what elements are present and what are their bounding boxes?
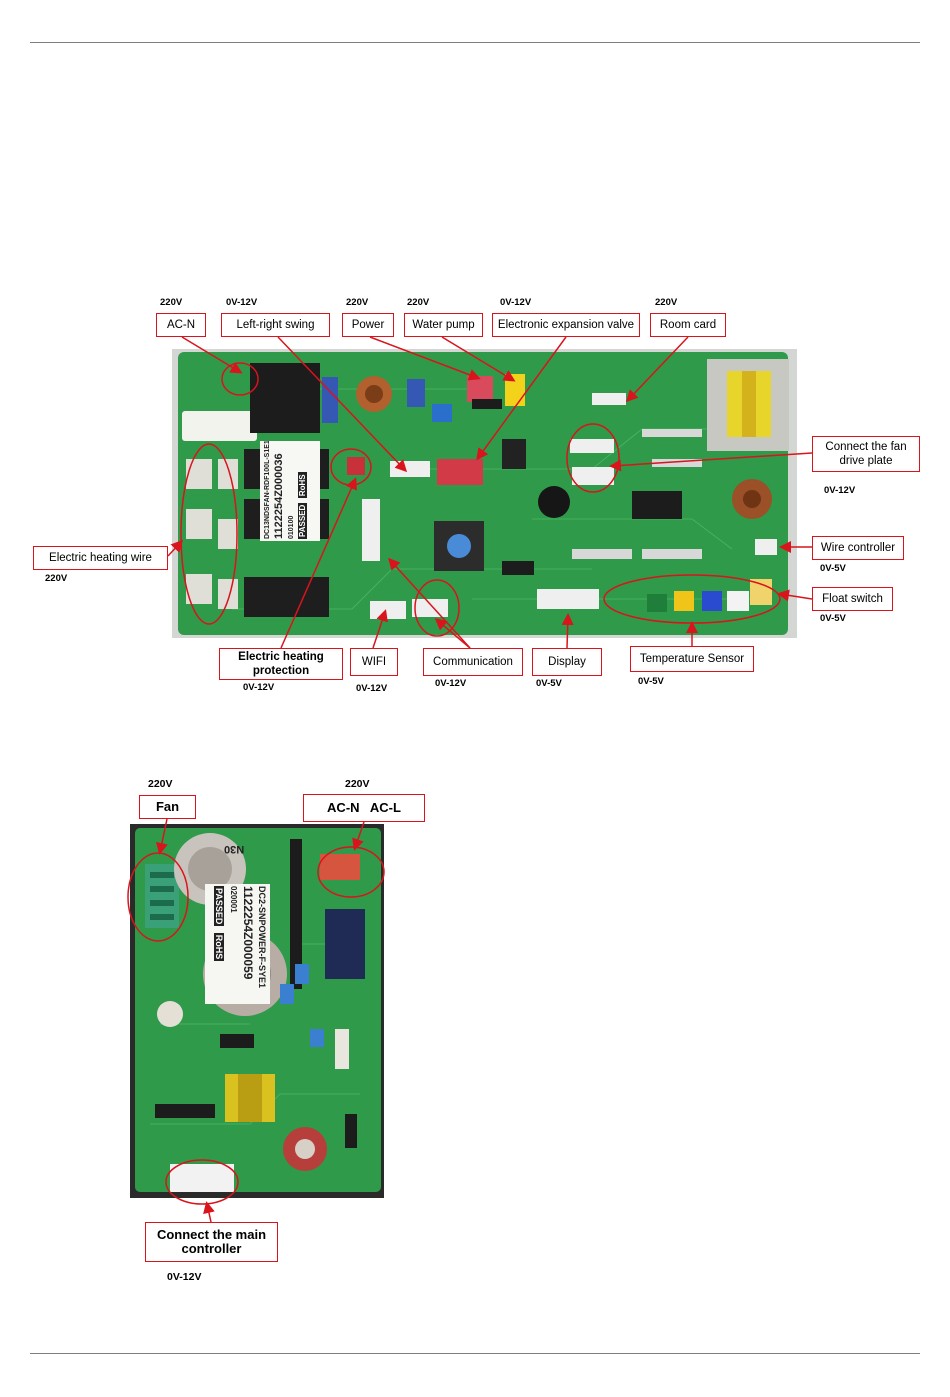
voltage-expansion-valve: 0V-12V [500, 297, 531, 308]
voltage-float-switch: 0V-5V [820, 613, 846, 624]
voltage-water-pump: 220V [407, 297, 429, 308]
sticker-line2: 1122254Z000036 [273, 441, 286, 539]
voltage-heating-wire: 220V [45, 573, 67, 584]
voltage-fan-drive: 0V-12V [824, 485, 855, 496]
power-sticker-badge-rohs: RoHS [214, 933, 224, 962]
voltage-display: 0V-5V [536, 678, 562, 689]
sticker-line3: 010100 [286, 441, 297, 539]
power-sticker-line2: 1122254Z000059 [240, 886, 255, 1004]
callout-wire-controller: Wire controller [812, 536, 904, 560]
voltage-wifi: 0V-12V [356, 683, 387, 694]
callout-expansion-valve: Electronic expansion valve [492, 313, 640, 337]
power-sticker-badge-passed: PASSED [214, 886, 224, 926]
callout-heating-protection: Electric heating protection [219, 648, 343, 680]
callout-left-right-swing: Left-right swing [221, 313, 330, 337]
callout-ac-n: AC-N [156, 313, 206, 337]
voltage-fan: 220V [148, 778, 173, 790]
voltage-main-controller: 0V-12V [167, 1271, 201, 1283]
voltage-left-right-swing: 0V-12V [226, 297, 257, 308]
voltage-wire-controller: 0V-5V [820, 563, 846, 574]
voltage-power: 220V [346, 297, 368, 308]
voltage-ac-n: 220V [160, 297, 182, 308]
power-sticker-line3: 020001 [227, 886, 240, 1004]
voltage-temperature-sensor: 0V-5V [638, 676, 664, 687]
main-board-sticker: DC13NDSFAN-RDF100L-S1E1 1122254Z000036 0… [260, 441, 320, 541]
callout-fan-drive-plate: Connect the fan drive plate [812, 436, 920, 472]
callout-communication: Communication [423, 648, 523, 676]
power-board-sticker: DC2-SNPOWER-F-SYE1 1122254Z000059 020001… [205, 884, 270, 1004]
callout-connect-main-controller: Connect the main controller [145, 1222, 278, 1262]
power-cap-mark: N30 [224, 843, 244, 855]
voltage-room-card: 220V [655, 297, 677, 308]
voltage-communication: 0V-12V [435, 678, 466, 689]
sticker-badge-rohs: RoHS [298, 472, 307, 498]
callout-wifi: WIFI [350, 648, 398, 676]
power-board-photo [130, 824, 384, 1198]
bottom-rule [30, 1353, 920, 1354]
callout-power: Power [342, 313, 394, 337]
voltage-heating-protection: 0V-12V [243, 682, 274, 693]
top-rule [30, 42, 920, 43]
callout-water-pump: Water pump [404, 313, 483, 337]
callout-display: Display [532, 648, 602, 676]
power-sticker-line1: DC2-SNPOWER-F-SYE1 [255, 886, 268, 1004]
callout-fan: Fan [139, 795, 196, 819]
sticker-badge-passed: PASSED [298, 503, 307, 539]
callout-temperature-sensor: Temperature Sensor [630, 646, 754, 672]
sticker-line1: DC13NDSFAN-RDF100L-S1E1 [262, 441, 273, 539]
callout-room-card: Room card [650, 313, 726, 337]
callout-ac-n-ac-l: AC-N AC-L [303, 794, 425, 822]
voltage-ac: 220V [345, 778, 370, 790]
callout-heating-wire: Electric heating wire [33, 546, 168, 570]
callout-float-switch: Float switch [812, 587, 893, 611]
